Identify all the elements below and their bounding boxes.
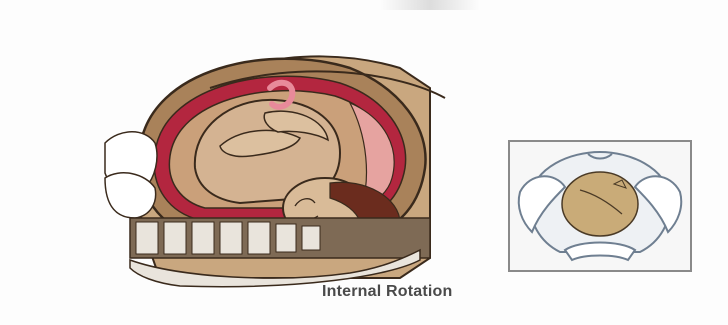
figure-caption: Internal Rotation: [322, 283, 453, 301]
pelvis-inlet-view: [510, 142, 690, 270]
maternal-spine: [130, 218, 430, 258]
sagittal-illustration: [100, 28, 460, 290]
fetal-head-inset: [562, 172, 638, 236]
scan-shadow: [380, 0, 480, 10]
pubic-arch: [565, 243, 635, 261]
inset-pelvis-panel: [508, 140, 692, 272]
